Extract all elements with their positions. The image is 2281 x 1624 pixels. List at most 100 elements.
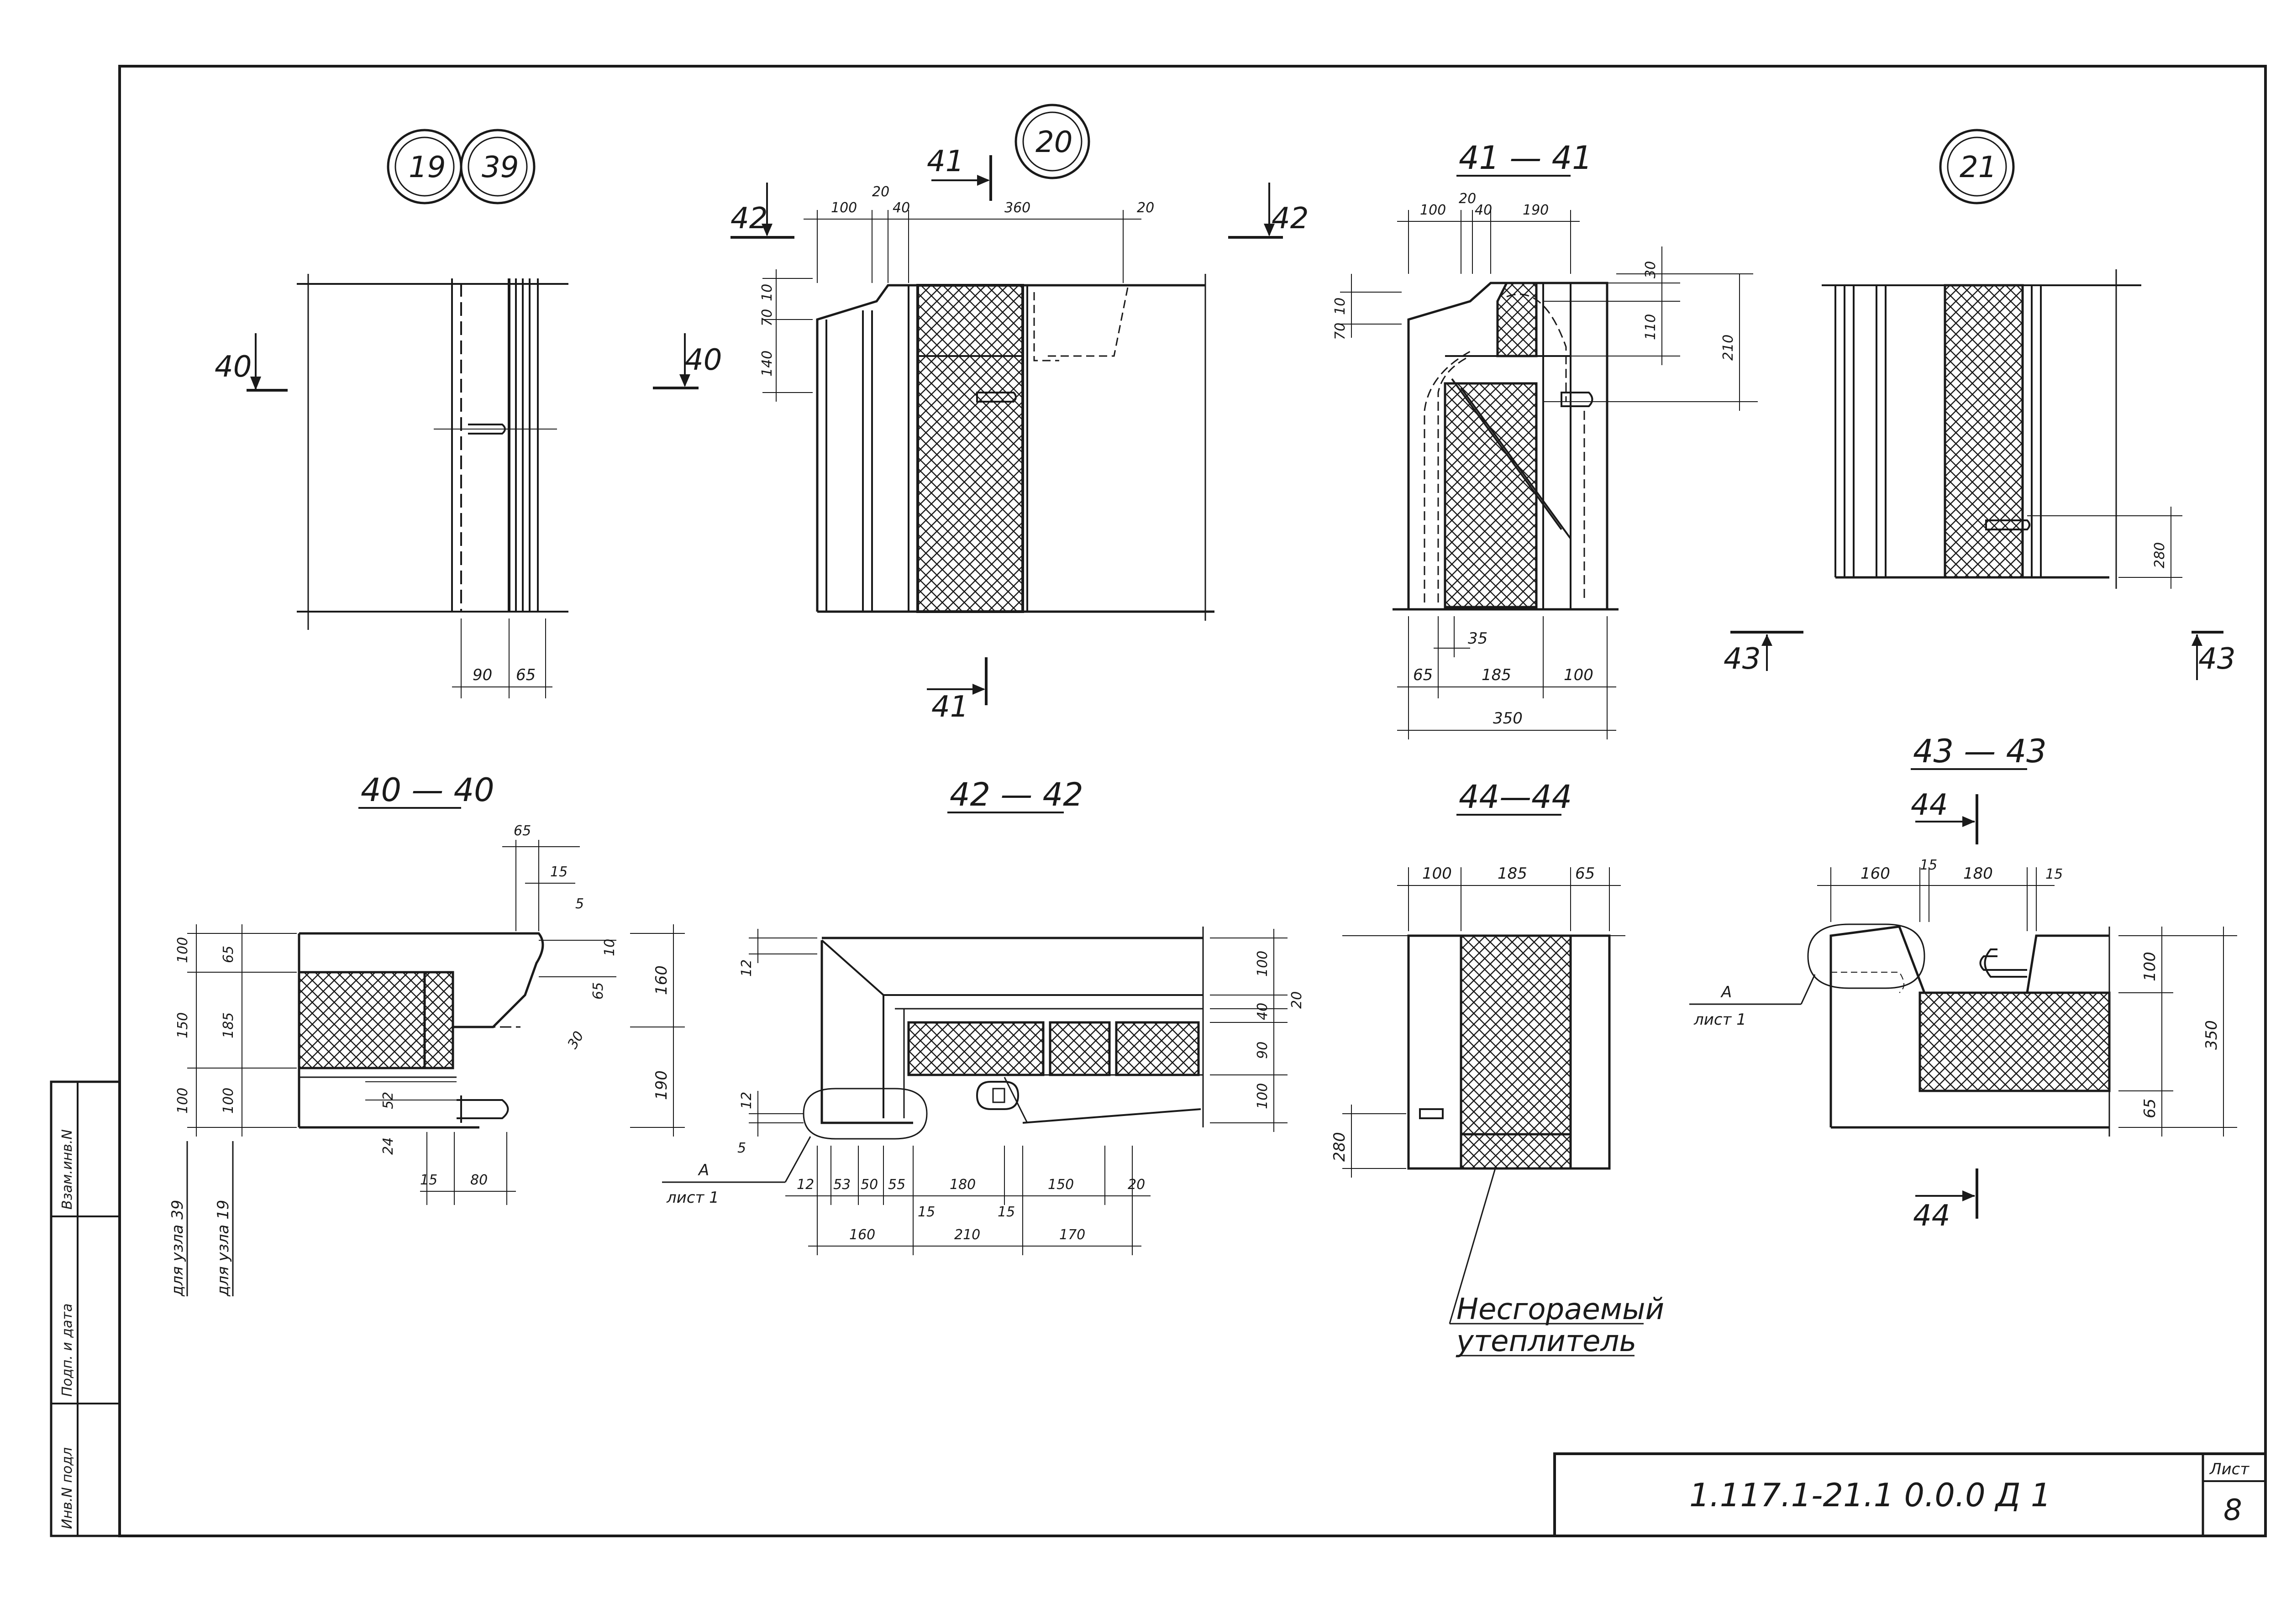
detail-a-callout-43	[1807, 923, 1925, 989]
section-44-title: 44—44	[1459, 778, 1572, 816]
dim-42-20b: 20	[1128, 1177, 1145, 1193]
insulation-41	[1444, 382, 1538, 608]
insulation-43	[1918, 991, 2111, 1092]
dim-44-100: 100	[1422, 864, 1452, 883]
doc-code: 1.117.1-21.1 0.0.0 Д 1	[1689, 1477, 2051, 1514]
section-41-title: 41 — 41	[1459, 139, 1592, 177]
dim-42-53: 53	[833, 1177, 851, 1193]
dim-42-12a: 12	[739, 959, 755, 977]
dim-41-20: 20	[1459, 191, 1476, 207]
insulation-42a	[907, 1021, 1045, 1076]
dim-40-52: 52	[380, 1092, 396, 1109]
insulation-44	[1460, 934, 1572, 1136]
section-44-44: 44—44 100 185 65 280 Несгораемый утеплит…	[1330, 778, 1664, 1358]
detail-a-callout	[803, 1088, 928, 1140]
dim-42-150: 150	[1048, 1177, 1074, 1193]
node-19-39-view: 19 39 40 90 65	[215, 129, 568, 698]
dim-140-left: 140	[759, 351, 775, 377]
dim-42-100b: 100	[1255, 1083, 1271, 1109]
dim-43-160: 160	[1861, 864, 1890, 883]
cut-44-top-label: 44	[1911, 788, 1948, 822]
node-39-marker	[460, 129, 536, 204]
node-21-label: 21	[1960, 151, 1997, 184]
cut-40-label: 40	[215, 350, 252, 384]
ref-a-42: А	[698, 1161, 709, 1179]
dim-42-5: 5	[737, 1140, 746, 1156]
dim-100-top: 100	[831, 200, 857, 216]
sheet-number: 8	[2223, 1493, 2242, 1527]
dim-40-185: 185	[221, 1012, 237, 1038]
dim-43-65: 65	[2141, 1099, 2159, 1118]
dim-10-left: 10	[759, 284, 775, 301]
dim-42-15a: 15	[918, 1204, 935, 1220]
dim-43-15a: 15	[1920, 857, 1937, 873]
sheet-label: Лист	[2209, 1460, 2249, 1478]
dim-42-100a: 100	[1255, 951, 1271, 977]
dim-40-100a: 100	[175, 937, 191, 963]
dim-42-50: 50	[861, 1177, 878, 1193]
dim-40-65b: 65	[590, 982, 606, 1000]
dim-44-280: 280	[1330, 1132, 1349, 1162]
dim-41-70: 70	[1332, 323, 1348, 340]
section-42-title: 42 — 42	[950, 776, 1083, 813]
dim-41-100b: 100	[1564, 666, 1593, 684]
section-43-43: 43 — 43 44 А лист 1 160 15 180 15	[1689, 733, 2237, 1233]
cut-41-top-label: 41	[927, 145, 964, 178]
node-21-marker	[1939, 129, 2015, 204]
note-node-19: для узла 19	[214, 1200, 232, 1297]
stamp-replace-label: Взам.инв.N	[59, 1129, 75, 1210]
section-42-42: 42 — 42 А лист 1 100 40 20 90 100	[662, 776, 1305, 1255]
node-39-label: 39	[482, 151, 519, 184]
dim-40-65c: 65	[221, 946, 237, 963]
insulation-21	[1944, 284, 2024, 579]
dim-40-top: 40	[893, 200, 910, 216]
section-43-title: 43 — 43	[1913, 733, 2047, 770]
dim-41-110: 110	[1643, 314, 1659, 340]
dim-40-80: 80	[470, 1172, 488, 1188]
dim-41-190: 190	[1523, 202, 1549, 218]
dim-42-180: 180	[950, 1177, 976, 1193]
dim-41-100: 100	[1420, 202, 1446, 218]
title-block: 1.117.1-21.1 0.0.0 Д 1 Лист 8	[1553, 1452, 2267, 1537]
insulation-40b	[423, 971, 454, 1069]
dim-70-left: 70	[759, 309, 775, 326]
dim-65: 65	[516, 666, 536, 684]
side-stamp: Инв.N подл Подп. и дата Взам.инв.N	[50, 1080, 121, 1537]
dim-40-15b: 15	[420, 1172, 437, 1188]
dim-42-90: 90	[1255, 1042, 1271, 1059]
dim-40-30: 30	[565, 1028, 587, 1052]
dim-41-65: 65	[1413, 666, 1433, 684]
dim-41-10: 10	[1332, 298, 1348, 315]
cut-40-right-label: 40	[685, 343, 722, 377]
dim-41-35: 35	[1468, 629, 1487, 648]
dim-42-55: 55	[888, 1177, 905, 1193]
dim-40-160: 160	[652, 965, 671, 995]
cut-43-right-label: 43	[2198, 642, 2235, 676]
dim-41-210: 210	[1720, 335, 1736, 361]
dim-360-top: 360	[1004, 200, 1030, 216]
cut-41-bottom-label: 41	[931, 690, 968, 724]
dim-40-65a: 65	[514, 823, 531, 839]
dim-40-5: 5	[575, 896, 584, 912]
insulation-40a	[298, 971, 426, 1069]
ref-sheet-42: лист 1	[666, 1189, 719, 1207]
dim-40-24: 24	[380, 1137, 396, 1155]
dim-40-190: 190	[652, 1070, 671, 1100]
cut-43-left-label: 43	[1724, 642, 1761, 676]
dim-90: 90	[473, 666, 492, 684]
stamp-sign-label: Подп. и дата	[59, 1304, 75, 1397]
dim-41-40: 40	[1475, 202, 1492, 218]
dim-42-40: 40	[1255, 1003, 1271, 1020]
node-20-label: 20	[1035, 126, 1072, 159]
cut-44-bottom-label: 44	[1913, 1199, 1950, 1233]
cut-42-left-label: 42	[731, 202, 767, 236]
node-21-view: 21 280 43 43	[1724, 129, 2235, 680]
dim-41-185: 185	[1482, 666, 1511, 684]
insulation-42b	[1049, 1021, 1111, 1076]
dim-41-350: 350	[1493, 709, 1523, 728]
dim-40-150: 150	[175, 1012, 191, 1038]
dim-44-185: 185	[1498, 864, 1527, 883]
dim-44-65: 65	[1575, 864, 1595, 883]
node-20-marker	[1014, 104, 1090, 179]
